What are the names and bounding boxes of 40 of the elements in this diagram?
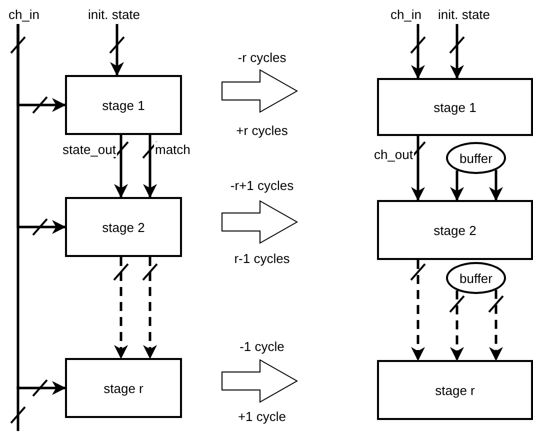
node-label: buffer (459, 270, 492, 286)
node-label: stage 2 (434, 222, 476, 238)
arrow (110, 24, 124, 76)
arrow (411, 260, 425, 361)
signal-label: init. state (430, 4, 498, 24)
arrow (411, 136, 425, 201)
node-label: buffer (459, 150, 492, 166)
node-label: stage r (104, 380, 144, 396)
arrow (489, 290, 503, 361)
arrow (143, 257, 157, 359)
signal-label: init. state (80, 4, 148, 24)
cycle-label: +r cycles (235, 123, 289, 138)
cycle-label: r-1 cycles (233, 251, 291, 266)
arrow (450, 290, 464, 361)
node-label: stage 2 (102, 220, 145, 234)
arrow (114, 257, 128, 359)
node-label: stage 1 (102, 98, 145, 112)
stage-box (377, 78, 533, 136)
cycle-label: -r+1 cycles (229, 178, 295, 193)
arrow (114, 135, 128, 198)
arrow (411, 24, 425, 79)
signal-label: ch_in (4, 4, 44, 24)
stage-box (377, 360, 533, 420)
arrow (143, 135, 157, 198)
stage-box (65, 75, 182, 135)
arrow (450, 170, 464, 201)
cycle-label: -r cycles (236, 50, 288, 65)
edge-label: ch_out (372, 147, 414, 162)
stage-box (65, 197, 182, 257)
arrow (16, 24, 66, 395)
stage-box (377, 200, 533, 260)
arrow (489, 170, 503, 201)
cycle-label: +1 cycle (236, 409, 288, 424)
stage-box (65, 358, 182, 418)
arrow (450, 24, 464, 79)
node-label: stage 1 (434, 100, 476, 114)
signal-label: ch_in (386, 4, 426, 24)
cycle-label: -1 cycle (238, 339, 286, 354)
edge-label: match (154, 142, 192, 157)
node-label: stage r (435, 382, 475, 398)
